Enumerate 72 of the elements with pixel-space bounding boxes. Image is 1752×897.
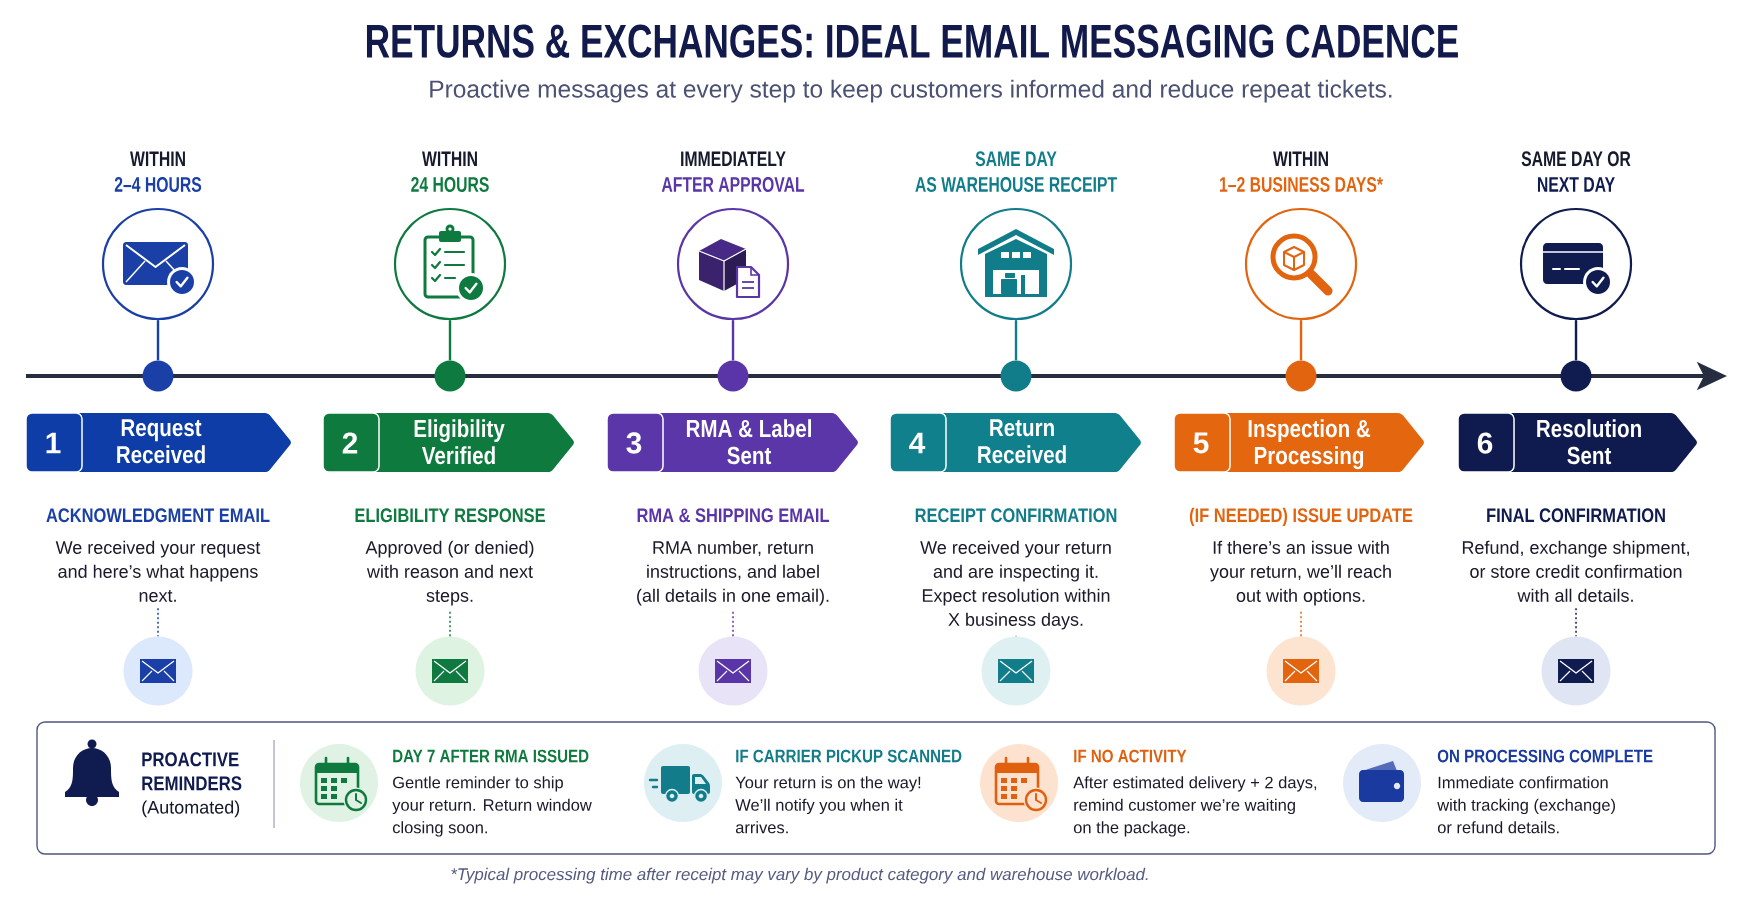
- connector-line: [156, 320, 160, 361]
- step-banner: Eligibility Verified 2: [322, 412, 574, 473]
- number-badge: 6: [1457, 412, 1515, 473]
- reminder-heading: IF NO ACTIVITY: [1074, 749, 1187, 763]
- reminder-heading: IF CARRIER PICKUP SCANNED: [736, 749, 962, 763]
- timeline-dot: [142, 360, 174, 392]
- reminder-text: After estimated delivery + 2 days, remind customer we’re waiting on the package.: [1073, 776, 1317, 837]
- timeline-dot: [1560, 360, 1592, 392]
- message-text: If there’s an issue with your return, we’ll reach out with options.: [1210, 540, 1391, 606]
- message-text: RMA number, return instructions, and label (all details in one email).: [637, 540, 829, 606]
- timing-label: 24 HOURS: [411, 177, 489, 192]
- message-text: Approved (or denied) with reason and next steps.: [365, 540, 534, 606]
- timing-label: WITHIN: [130, 151, 185, 166]
- message-text: We received your return and are inspecting it. Expect resolution within X business days.: [920, 540, 1111, 630]
- message-heading: ELIGIBILITY RESPONSE: [355, 508, 545, 523]
- connector-line: [1014, 320, 1018, 361]
- reminder-text: Immediate confirmation with tracking (exchange) or refund details.: [1437, 776, 1615, 834]
- reminder-text: Gentle reminder to ship your return. Return window closing soon.: [392, 776, 592, 837]
- timing-label: WITHIN: [422, 151, 477, 166]
- dotted-line: [157, 607, 159, 638]
- message-heading: ACKNOWLEDGMENT EMAIL: [46, 508, 270, 523]
- timeline-dot: [1000, 360, 1032, 392]
- number-badge: 2: [322, 412, 380, 473]
- message-heading: RECEIPT CONFIRMATION: [915, 508, 1117, 523]
- timeline-dot: [717, 360, 749, 392]
- connector-line: [448, 320, 452, 361]
- step-banner: Return Received 4: [889, 412, 1141, 473]
- message-heading: FINAL CONFIRMATION: [1487, 508, 1665, 523]
- timing-label: IMMEDIATELY: [681, 151, 786, 166]
- email-circle: [698, 636, 768, 706]
- reminder-heading: ON PROCESSING COMPLETE: [1437, 749, 1653, 763]
- timing-label: AS WAREHOUSE RECEIPT: [915, 177, 1117, 192]
- step-banner: Inspection & Processing 5: [1173, 412, 1424, 473]
- title: RETURNS & EXCHANGES: IDEAL EMAIL MESSAGING CADENCE: [366, 24, 1458, 58]
- timing-label: NEXT DAY: [1538, 177, 1615, 192]
- dotted-line: [732, 610, 734, 638]
- email-circle: [1266, 636, 1336, 706]
- panel-title: PROACTIVE REMINDERS: [142, 752, 242, 791]
- timeline-dot: [434, 360, 466, 392]
- connector-line: [1299, 320, 1303, 361]
- email-circle: [981, 636, 1051, 706]
- email-circle: [1541, 636, 1611, 706]
- message-heading: (IF NEEDED) ISSUE UPDATE: [1189, 507, 1413, 527]
- connector-line: [731, 320, 735, 361]
- timing-label: WITHIN: [1273, 151, 1328, 166]
- message-heading: RMA & SHIPPING EMAIL: [637, 508, 829, 523]
- email-circle: [123, 636, 193, 706]
- connector-line: [1574, 320, 1578, 361]
- step-banner: RMA & Label Sent 3: [606, 412, 858, 473]
- number-badge: 5: [1173, 412, 1231, 473]
- message-text: Refund, exchange shipment, or store credit confirmation with all details.: [1462, 540, 1689, 602]
- timing-label: 1–2 BUSINESS DAYS*: [1220, 177, 1383, 192]
- timing-label: SAME DAY OR: [1521, 151, 1631, 167]
- step-banner: Request Received 1: [25, 412, 291, 473]
- number-badge: 4: [889, 412, 947, 473]
- reminder-text: Your return is on the way! We’ll notify you when it arrives.: [735, 776, 921, 834]
- timeline-dot: [1285, 360, 1317, 392]
- timing-label: 2–4 HOURS: [114, 177, 202, 192]
- timing-label: AFTER APPROVAL: [661, 177, 805, 192]
- subtitle: Proactive messages at every step to keep customers informed and reduce repeat tickets.: [430, 79, 1392, 103]
- dotted-line: [449, 610, 451, 638]
- message-text: We received your request and here’s what happens next.: [55, 540, 261, 602]
- reminder-panel: [36, 721, 1716, 855]
- step-banner: Resolution Sent 6: [1457, 412, 1697, 473]
- reminder-heading: DAY 7 AFTER RMA ISSUED: [393, 749, 589, 763]
- number-badge: 3: [606, 412, 664, 473]
- panel-subtitle: (Automated): [142, 800, 240, 818]
- email-circle: [415, 636, 485, 706]
- timing-label: SAME DAY: [975, 151, 1057, 167]
- number-badge: 1: [25, 412, 83, 473]
- dotted-line: [1300, 610, 1302, 638]
- dotted-line: [1575, 607, 1577, 638]
